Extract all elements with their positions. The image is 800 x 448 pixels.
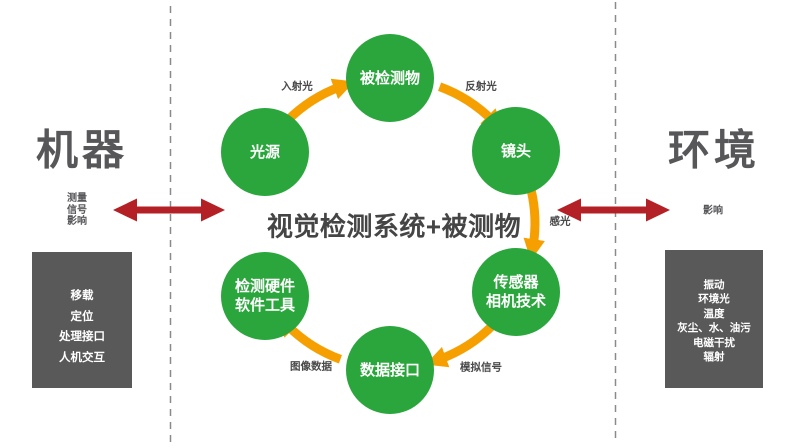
node-lens-label: 镜头	[500, 142, 531, 160]
arrow-analog-signal	[425, 322, 496, 368]
arrow-image-data	[276, 314, 343, 364]
arrow-photosensing	[523, 189, 545, 261]
machine-functions-box: 移载 定位 处理接口 人机交互	[32, 252, 132, 388]
node-inspection-tools-label2: 软件工具	[234, 297, 295, 314]
machine-arrow-labels: 测量 信号 影响	[67, 193, 87, 228]
machine-arrow-label-influence: 影响	[67, 215, 87, 227]
node-data-interface-label: 数据接口	[359, 361, 420, 379]
environment-box-item: 辐射	[703, 351, 725, 363]
flow-label-image-data: 图像数据	[290, 360, 332, 373]
node-light-source-label: 光源	[249, 143, 280, 161]
environment-factors-box: 振动 环境光 温度 灰尘、水、油污 电磁干扰 辐射	[665, 250, 763, 388]
environment-box-item: 温度	[703, 307, 725, 320]
machine-heading: 机器	[35, 126, 129, 174]
node-sensor-camera: 传感器 相机技术	[472, 248, 560, 336]
machine-arrow-label-signal: 信号	[67, 204, 87, 216]
diagram-center-title: 视觉检测系统+被测物	[266, 211, 522, 242]
node-lens: 镜头	[472, 107, 560, 195]
node-inspection-tools-label: 检测硬件	[234, 278, 295, 295]
node-inspection-tools: 检测硬件 软件工具	[221, 252, 309, 340]
environment-box-item: 振动	[703, 278, 725, 291]
environment-box-item: 环境光	[698, 293, 730, 305]
node-sensor-camera-label: 传感器	[493, 274, 539, 291]
node-sensor-camera-label2: 相机技术	[485, 293, 546, 310]
node-inspected-object: 被检测物	[346, 34, 434, 122]
environment-heading: 环境	[667, 126, 761, 174]
machine-interaction-arrow	[113, 198, 225, 222]
flow-label-reflected-light: 反射光	[465, 80, 497, 93]
machine-box-item: 定位	[70, 310, 94, 323]
environment-arrow-label: 影响	[703, 205, 723, 217]
machine-box-item: 人机交互	[59, 351, 105, 364]
machine-arrow-label-measure: 测量	[67, 192, 87, 204]
flow-label-analog-signal: 模拟信号	[460, 361, 502, 374]
flow-label-incident-light: 入射光	[281, 80, 313, 93]
node-inspected-object-label: 被检测物	[359, 69, 420, 87]
machine-box-item: 移载	[70, 290, 94, 302]
node-light-source: 光源	[221, 108, 309, 196]
node-data-interface: 数据接口	[346, 326, 434, 414]
environment-interaction-arrow	[557, 198, 670, 222]
environment-box-item: 电磁干扰	[693, 336, 735, 349]
flow-label-photosensing: 感光	[549, 215, 571, 228]
machine-box-item: 处理接口	[59, 331, 105, 343]
environment-box-item: 灰尘、水、油污	[677, 322, 751, 334]
